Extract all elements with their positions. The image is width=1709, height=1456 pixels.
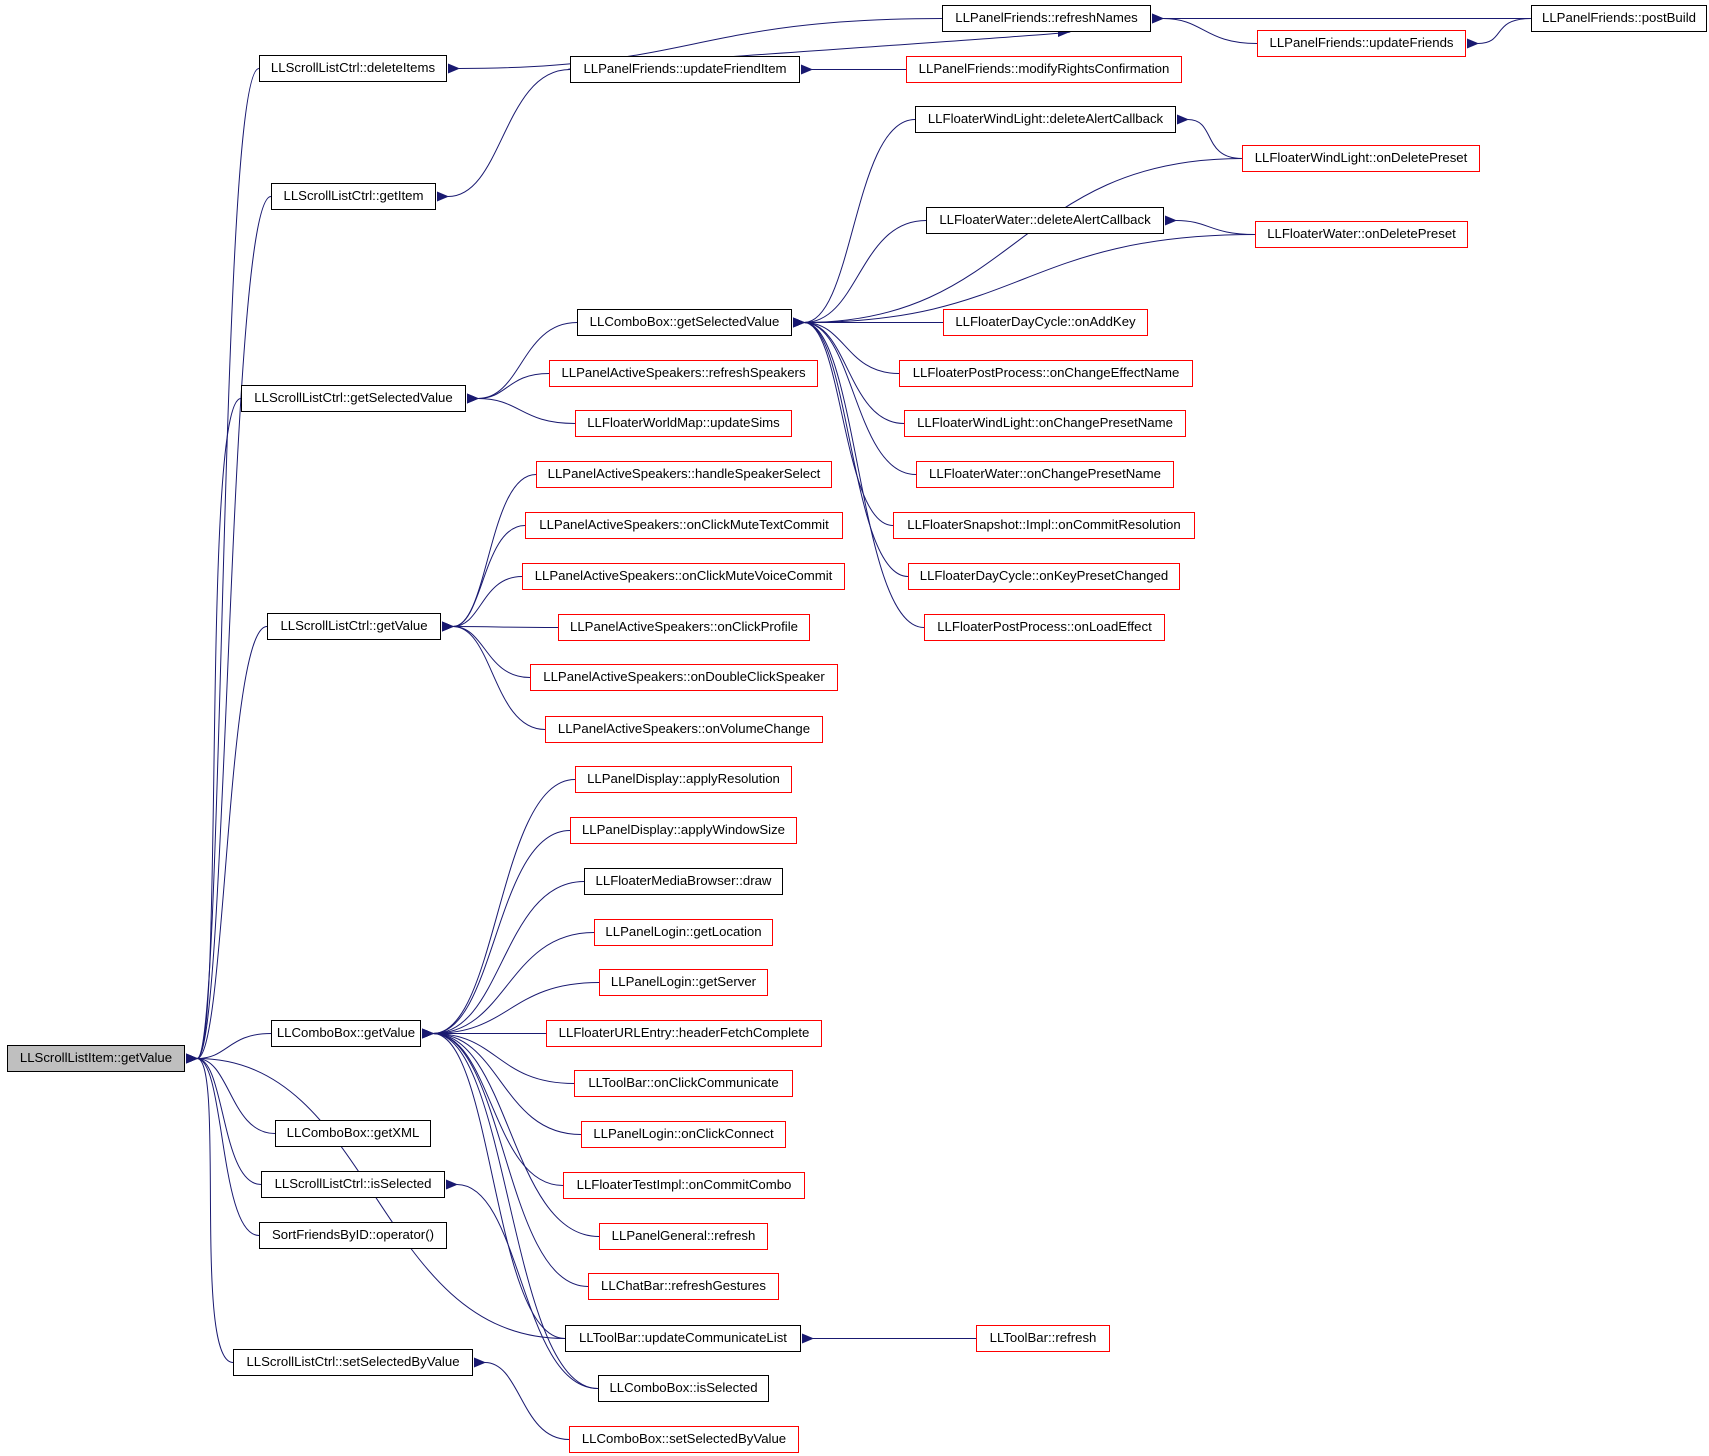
node-fwl-onDeletePreset[interactable]: LLFloaterWindLight::onDeletePreset <box>1242 145 1480 172</box>
node-fw-onDeletePreset[interactable]: LLFloaterWater::onDeletePreset <box>1255 221 1468 248</box>
node-slc-getItem[interactable]: LLScrollListCtrl::getItem <box>271 183 436 210</box>
node-slc-setSelectedByValue[interactable]: LLScrollListCtrl::setSelectedByValue <box>233 1349 473 1376</box>
node-tb-refresh[interactable]: LLToolBar::refresh <box>976 1325 1110 1352</box>
node-fti-onCommitCombo[interactable]: LLFloaterTestImpl::onCommitCombo <box>563 1172 805 1199</box>
node-pf-modifyRights[interactable]: LLPanelFriends::modifyRightsConfirmation <box>906 56 1182 83</box>
call-edge-cb-getValue-from-cbar-refreshGestures <box>421 1028 589 1287</box>
call-edge-root-from-slc-setSelectedByValue <box>185 1053 234 1363</box>
node-fs-onCommitResolution[interactable]: LLFloaterSnapshot::Impl::onCommitResolut… <box>893 512 1195 539</box>
call-edge-slc-isSelected-from-cb-isSelected <box>445 1179 599 1389</box>
node-slc-getValue[interactable]: LLScrollListCtrl::getValue <box>267 613 441 640</box>
node-fdc-onKeyPresetChanged[interactable]: LLFloaterDayCycle::onKeyPresetChanged <box>908 563 1180 590</box>
call-edge-slc-getValue-from-pas-onVolumeChange <box>441 621 546 730</box>
call-edge-cb-getValue-from-pl-getServer <box>421 982 600 1039</box>
node-cb-getSelectedValue[interactable]: LLComboBox::getSelectedValue <box>577 309 792 336</box>
node-pg-refresh[interactable]: LLPanelGeneral::refresh <box>599 1223 768 1250</box>
call-edge-cb-getValue-from-pd-applyResolution <box>421 779 576 1039</box>
call-edge-cb-getValue-from-tb-onClickCommunicate <box>421 1028 575 1084</box>
node-fw-onChangePresetName[interactable]: LLFloaterWater::onChangePresetName <box>916 461 1174 488</box>
call-edge-slc-getItem-from-pf-updateFriendItem <box>436 69 571 202</box>
node-cb-getValue[interactable]: LLComboBox::getValue <box>271 1020 421 1047</box>
call-edge-slc-getValue-from-pas-onClickMuteText <box>441 525 526 632</box>
node-pas-onVolumeChange[interactable]: LLPanelActiveSpeakers::onVolumeChange <box>545 716 823 743</box>
node-tb-updateCommList[interactable]: LLToolBar::updateCommunicateList <box>565 1325 801 1352</box>
call-edge-cb-getSelectedValue-from-fw-deleteAlert <box>792 220 927 328</box>
call-edge-root-from-cb-getXML <box>185 1053 276 1134</box>
node-cb-isSelected[interactable]: LLComboBox::isSelected <box>598 1375 769 1402</box>
node-fpp-onChangeEffectName[interactable]: LLFloaterPostProcess::onChangeEffectName <box>899 360 1193 387</box>
node-pas-onClickMuteVoice[interactable]: LLPanelActiveSpeakers::onClickMuteVoiceC… <box>522 563 845 590</box>
node-pas-onClickProfile[interactable]: LLPanelActiveSpeakers::onClickProfile <box>558 614 810 641</box>
node-pd-applyResolution[interactable]: LLPanelDisplay::applyResolution <box>575 766 792 793</box>
node-pf-postBuild[interactable]: LLPanelFriends::postBuild <box>1531 5 1707 32</box>
call-edge-fwl-deleteAlert-from-fwl-onDeletePreset <box>1176 114 1243 159</box>
call-edge-cb-getSelectedValue-from-fw-onChangePresetName <box>792 317 917 475</box>
node-slc-isSelected[interactable]: LLScrollListCtrl::isSelected <box>261 1171 445 1198</box>
node-pas-handleSpeakerSelect[interactable]: LLPanelActiveSpeakers::handleSpeakerSele… <box>536 461 832 488</box>
node-pf-updateFriends[interactable]: LLPanelFriends::updateFriends <box>1257 30 1466 57</box>
call-edge-cb-getSelectedValue-from-fs-onCommitResolution <box>792 317 894 526</box>
node-root: LLScrollListItem::getValue <box>7 1045 185 1072</box>
call-edge-fw-deleteAlert-from-fw-onDeletePreset <box>1164 215 1256 235</box>
call-edge-cb-getSelectedValue-from-fw-onDeletePreset <box>792 234 1256 328</box>
call-edge-root-from-slc-isSelected <box>185 1053 262 1185</box>
call-edge-pf-refreshNames-from-pf-updateFriends <box>1151 13 1258 44</box>
node-pf-updateFriendItem[interactable]: LLPanelFriends::updateFriendItem <box>570 56 800 83</box>
call-edge-root-from-slc-getValue <box>185 626 268 1064</box>
node-fpp-onLoadEffect[interactable]: LLFloaterPostProcess::onLoadEffect <box>924 614 1165 641</box>
call-edge-slc-deleteItems-from-pf-refreshNames <box>447 18 943 74</box>
call-edge-root-from-sfbi-op <box>185 1053 260 1236</box>
node-fmb-draw[interactable]: LLFloaterMediaBrowser::draw <box>584 868 783 895</box>
call-edge-root-from-slc-getSelectedValue <box>185 398 242 1064</box>
call-edge-root-from-slc-getItem <box>185 196 272 1064</box>
call-edge-root-from-slc-deleteItems <box>185 68 260 1064</box>
call-edge-cb-getValue-from-tb-updateCommList <box>421 1028 566 1339</box>
node-pl-onClickConnect[interactable]: LLPanelLogin::onClickConnect <box>581 1121 786 1148</box>
call-edge-root-from-cb-getValue <box>185 1033 272 1064</box>
node-pf-refreshNames[interactable]: LLPanelFriends::refreshNames <box>942 5 1151 32</box>
call-edge-cb-getValue-from-pd-applyWindowSize <box>421 830 571 1039</box>
call-edge-cb-getValue-from-fmb-draw <box>421 881 585 1039</box>
node-cb-setSelectedByValue[interactable]: LLComboBox::setSelectedByValue <box>569 1426 799 1453</box>
call-edge-cb-getSelectedValue-from-fdc-onKeyPresetChanged <box>792 317 909 577</box>
node-fw-deleteAlert[interactable]: LLFloaterWater::deleteAlertCallback <box>926 207 1164 234</box>
node-slc-deleteItems[interactable]: LLScrollListCtrl::deleteItems <box>259 55 447 82</box>
node-fdc-onAddKey[interactable]: LLFloaterDayCycle::onAddKey <box>943 309 1148 336</box>
call-edge-cb-getValue-from-fti-onCommitCombo <box>421 1028 564 1186</box>
node-pl-getLocation[interactable]: LLPanelLogin::getLocation <box>594 919 773 946</box>
call-edge-slc-setSelectedByValue-from-cb-setSelectedByValue <box>473 1357 570 1440</box>
node-pd-applyWindowSize[interactable]: LLPanelDisplay::applyWindowSize <box>570 817 797 844</box>
node-cbar-refreshGestures[interactable]: LLChatBar::refreshGestures <box>588 1273 779 1300</box>
call-edge-slc-getSelectedValue-from-fwm-updateSims <box>466 393 576 424</box>
call-edge-slc-getSelectedValue-from-cb-getSelectedValue <box>466 322 578 404</box>
call-edge-slc-getSelectedValue-from-pas-refreshSpeakers <box>466 373 550 404</box>
node-pas-onClickMuteText[interactable]: LLPanelActiveSpeakers::onClickMuteTextCo… <box>525 512 843 539</box>
edge-layer <box>185 13 1532 1440</box>
call-edge-cb-getValue-from-cb-isSelected <box>421 1028 599 1389</box>
node-pas-refreshSpeakers[interactable]: LLPanelActiveSpeakers::refreshSpeakers <box>549 360 818 387</box>
call-edge-cb-getSelectedValue-from-fpp-onLoadEffect <box>792 317 925 628</box>
call-edge-cb-getSelectedValue-from-fwl-onDeletePreset <box>792 158 1243 328</box>
call-edge-cb-getValue-from-pl-getLocation <box>421 932 595 1039</box>
call-edge-cb-getValue-from-pl-onClickConnect <box>421 1028 582 1135</box>
node-fwm-updateSims[interactable]: LLFloaterWorldMap::updateSims <box>575 410 792 437</box>
node-sfbi-op[interactable]: SortFriendsByID::operator() <box>259 1222 447 1249</box>
call-edge-root-from-tb-updateCommList <box>185 1053 566 1339</box>
call-edge-cb-getSelectedValue-from-fwl-deleteAlert <box>792 119 916 328</box>
call-edge-cb-getSelectedValue-from-fpp-onChangeEffectName <box>792 317 900 374</box>
node-fwl-deleteAlert[interactable]: LLFloaterWindLight::deleteAlertCallback <box>915 106 1176 133</box>
call-edge-slc-getValue-from-pas-onClickMuteVoice <box>441 576 523 632</box>
call-edge-slc-getValue-from-pas-onClickProfile <box>441 621 559 632</box>
call-edge-cb-getValue-from-pg-refresh <box>421 1028 600 1237</box>
node-cb-getXML[interactable]: LLComboBox::getXML <box>275 1120 431 1147</box>
call-edge-pf-updateFriends-from-pf-postBuild <box>1466 18 1532 49</box>
node-tb-onClickCommunicate[interactable]: LLToolBar::onClickCommunicate <box>574 1070 793 1097</box>
node-slc-getSelectedValue[interactable]: LLScrollListCtrl::getSelectedValue <box>241 385 466 412</box>
node-fue-headerFetch[interactable]: LLFloaterURLEntry::headerFetchComplete <box>546 1020 822 1047</box>
node-pl-getServer[interactable]: LLPanelLogin::getServer <box>599 969 768 996</box>
node-pas-onDoubleClick[interactable]: LLPanelActiveSpeakers::onDoubleClickSpea… <box>530 664 838 691</box>
call-edge-slc-getValue-from-pas-onDoubleClick <box>441 621 531 678</box>
node-fwl-onChangePresetName[interactable]: LLFloaterWindLight::onChangePresetName <box>904 410 1186 437</box>
